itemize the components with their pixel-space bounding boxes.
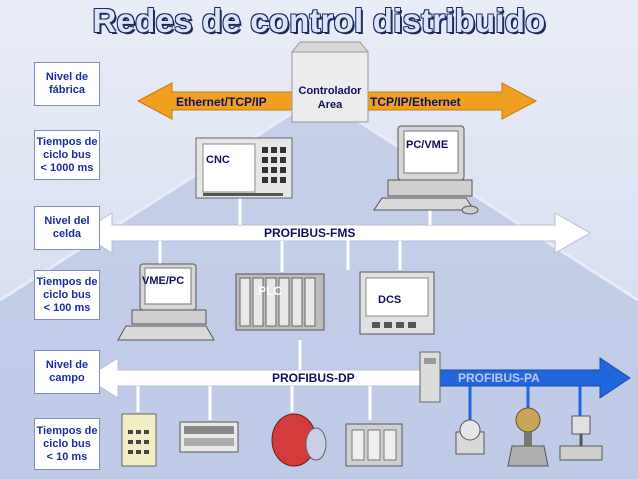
pcvme-computer (373, 125, 479, 215)
dcs-label: DCS (378, 294, 402, 306)
vmepc-label: VME/PC (142, 275, 185, 287)
pa-bus-arrow (439, 357, 631, 399)
field-device-flowmeter (455, 419, 485, 455)
level-label-field: Nivel de campo (34, 350, 100, 394)
ethernet-label-right: TCP/IP/Ethernet (370, 95, 461, 109)
plc-rack (235, 273, 325, 331)
level-label-cell: Nivel del celda (34, 206, 100, 250)
cycle-time-factory: Tiempos de ciclo bus < 1000 ms (34, 130, 100, 180)
field-device-io-module (179, 421, 239, 453)
level-label-factory: Nivel de fábrica (34, 62, 100, 106)
dp-label: PROFIBUS-DP (272, 371, 355, 385)
pcvme-label: PC/VME (406, 139, 449, 151)
cycle-time-field: Tiempos de ciclo bus < 10 ms (34, 418, 100, 470)
vmepc-computer (117, 263, 215, 341)
field-device-drive (345, 423, 403, 467)
fms-bus-arrow (79, 212, 592, 254)
fms-label: PROFIBUS-FMS (264, 226, 356, 240)
field-device-valve (507, 407, 549, 467)
controller-cabinet (290, 41, 370, 123)
field-device-keypad (121, 413, 157, 467)
dcs-panel (359, 271, 435, 335)
plc-label: PLC (258, 284, 282, 298)
pa-label: PROFIBUS-PA (458, 371, 540, 385)
link-module (419, 351, 441, 403)
controller-label: Controlador Area (298, 85, 362, 111)
field-device-transmitter (559, 415, 603, 461)
cnc-label: CNC (206, 154, 230, 166)
field-device-pneumatic (271, 413, 327, 467)
cnc-terminal (195, 137, 293, 199)
cycle-time-cell: Tiempos de ciclo bus < 100 ms (34, 270, 100, 320)
page-title: Redes de control distribuido (92, 2, 546, 39)
ethernet-label-left: Ethernet/TCP/IP (176, 95, 267, 109)
